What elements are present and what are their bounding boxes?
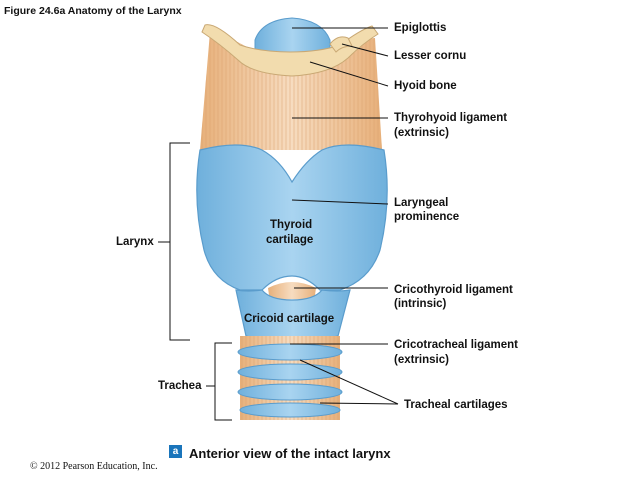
- label-lesser-cornu: Lesser cornu: [394, 50, 467, 62]
- label-tracheal-cartilages: Tracheal cartilages: [404, 399, 508, 411]
- tracheal-ring-2: [237, 363, 343, 381]
- label-larynx: Larynx: [116, 236, 154, 248]
- leader-tracheal-2: [319, 402, 399, 405]
- label-laryngeal-2: prominence: [394, 211, 460, 223]
- tracheal-ring-3: [237, 383, 343, 401]
- caption-text: Anterior view of the intact larynx: [189, 446, 391, 461]
- trachea-bracket: [214, 342, 232, 421]
- label-trachea: Trachea: [158, 380, 202, 392]
- leader-tracheal-1: [299, 359, 399, 405]
- label-cricotracheal-2: (extrinsic): [394, 354, 449, 366]
- tracheal-ring-1: [237, 343, 343, 361]
- label-cricotracheal-1: Cricotracheal ligament: [394, 339, 518, 351]
- copyright-notice: © 2012 Pearson Education, Inc.: [30, 461, 158, 472]
- leader-laryngeal: [291, 199, 389, 205]
- thyroid-cartilage-shape: [196, 144, 388, 291]
- epiglottis-shape: [254, 17, 331, 56]
- label-hyoid-bone: Hyoid bone: [394, 80, 457, 92]
- label-laryngeal-1: Laryngeal: [394, 197, 449, 209]
- leader-hyoid: [309, 61, 389, 87]
- hyoid-bone-shape: [201, 24, 379, 77]
- figure-title: Figure 24.6a Anatomy of the Larynx: [4, 5, 182, 17]
- label-thyrohyoid-2: (extrinsic): [394, 127, 449, 139]
- label-cricothyroid-2: (intrinsic): [394, 298, 447, 310]
- label-epiglottis: Epiglottis: [394, 22, 447, 34]
- tracheal-ring-4: [239, 402, 341, 418]
- leader-lesser-cornu: [341, 43, 389, 57]
- label-thyroid-1: Thyroid: [270, 219, 313, 231]
- label-cricothyroid-1: Cricothyroid ligament: [394, 284, 513, 296]
- larynx-bracket: [169, 142, 190, 341]
- lesser-cornu-shape: [329, 36, 353, 53]
- label-thyroid-2: cartilage: [266, 234, 314, 246]
- label-thyrohyoid-1: Thyrohyoid ligament: [394, 112, 508, 124]
- label-cricoid: Cricoid cartilage: [244, 313, 335, 325]
- cricothyroid-ligament-shape: [268, 282, 316, 302]
- caption-badge: a: [169, 445, 182, 458]
